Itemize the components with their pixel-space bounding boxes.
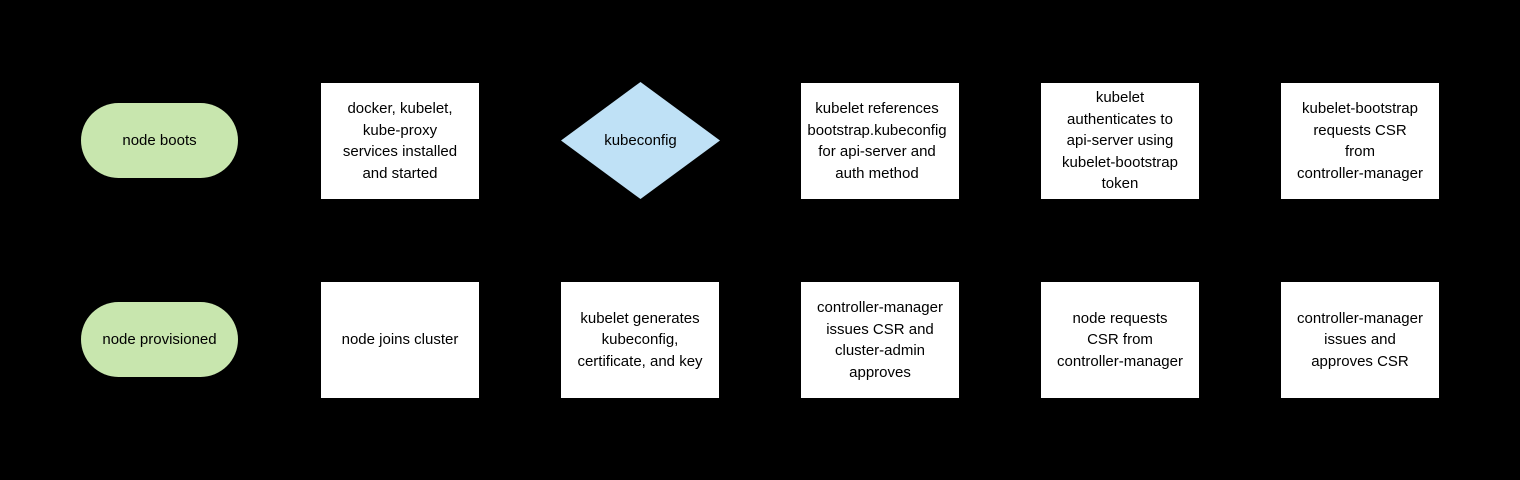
flow-node-label: kubelet references bootstrap.kubeconfig … [807, 100, 947, 182]
flow-node-kubeconfig-decision[interactable]: kubeconfig [561, 82, 720, 199]
flow-node-label: node requests CSR from controller-manage… [1057, 309, 1183, 370]
flow-node-label: controller-manager issues and approves C… [1297, 309, 1423, 370]
flow-node-node-requests-csr[interactable]: node requests CSR from controller-manage… [1041, 282, 1199, 398]
flow-node-kubelet-authenticates[interactable]: kubelet authenticates to api-server usin… [1041, 83, 1199, 199]
flow-node-node-boots[interactable]: node boots [81, 103, 238, 178]
flow-node-label: node joins cluster [341, 331, 459, 349]
flow-node-label: docker, kubelet, kube-proxy services ins… [342, 100, 458, 182]
flow-node-label: controller-manager issues CSR and cluste… [817, 299, 943, 381]
flow-node-node-joins-cluster[interactable]: node joins cluster [321, 282, 479, 398]
flow-node-kubelet-bootstrap-requests-csr[interactable]: kubelet-bootstrap requests CSR from cont… [1281, 83, 1439, 199]
flow-node-node-provisioned[interactable]: node provisioned [81, 302, 238, 377]
flow-node-controller-manager-issues-csr[interactable]: controller-manager issues CSR and cluste… [801, 282, 959, 398]
flow-node-services-installed[interactable]: docker, kubelet, kube-proxy services ins… [321, 83, 479, 199]
flow-node-kubelet-generates[interactable]: kubelet generates kubeconfig, certificat… [561, 282, 719, 398]
flow-node-kubelet-references-bootstrap[interactable]: kubelet references bootstrap.kubeconfig … [801, 83, 959, 199]
flow-node-label: kubelet-bootstrap requests CSR from cont… [1297, 100, 1423, 182]
flow-node-label: node provisioned [102, 330, 217, 348]
flow-node-label: kubelet generates kubeconfig, certificat… [577, 309, 703, 370]
flow-node-label: kubelet authenticates to api-server usin… [1062, 89, 1178, 193]
flow-node-label: node boots [122, 131, 197, 149]
flow-node-controller-manager-issues-approves[interactable]: controller-manager issues and approves C… [1281, 282, 1439, 398]
flow-node-label: kubeconfig [604, 131, 677, 149]
